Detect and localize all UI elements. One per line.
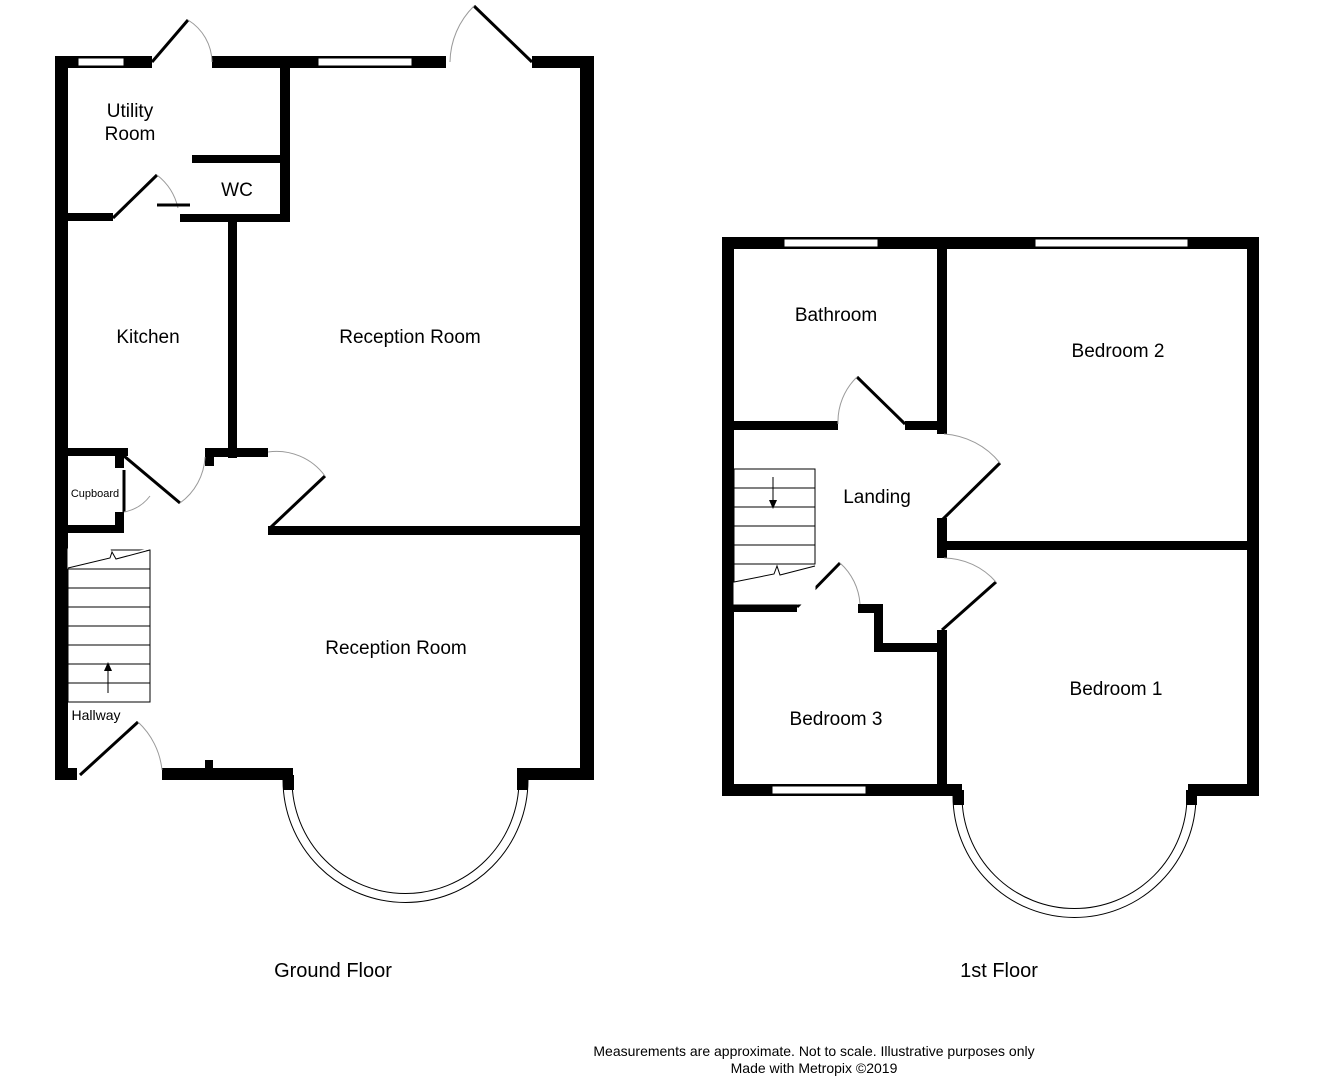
wall [722, 421, 838, 430]
wall [55, 768, 77, 780]
door-swing [156, 174, 179, 209]
wall [580, 56, 594, 780]
wall [205, 760, 213, 770]
door [111, 173, 159, 220]
window [1034, 238, 1189, 248]
door-swing [943, 433, 1001, 464]
bay-window [282, 779, 529, 903]
door-swing [123, 495, 151, 513]
room-label-bedroom-2: Bedroom 2 [1072, 341, 1165, 362]
wall [55, 56, 68, 780]
wall [722, 603, 797, 612]
footer-credit: Made with Metropix ©2019 [731, 1060, 898, 1076]
wall [517, 775, 528, 790]
door [940, 461, 1002, 522]
window [783, 238, 879, 248]
first-floor-plan: Bathroom Bedroom 2 Landing Bedroom 3 Bed… [722, 237, 1259, 918]
window [317, 57, 413, 67]
wall [858, 604, 883, 613]
wall [55, 213, 113, 221]
room-label-utility: Utility [107, 101, 154, 122]
wall [517, 768, 594, 780]
wall [937, 541, 1259, 550]
bay-window [291, 779, 520, 894]
wall [1247, 237, 1259, 796]
wall [115, 512, 124, 533]
room-label-bedroom-1: Bedroom 1 [1070, 679, 1163, 700]
wall [937, 237, 947, 434]
footer-disclaimer: Measurements are approximate. Not to sca… [593, 1043, 1034, 1059]
door [78, 720, 140, 777]
wall [532, 56, 594, 68]
room-label-reception-rear: Reception Room [339, 327, 481, 348]
door-swing [137, 721, 163, 771]
wall [1186, 790, 1197, 805]
staircase [67, 548, 151, 703]
wall [280, 56, 290, 222]
wall [905, 421, 947, 430]
door [123, 454, 181, 505]
wall [953, 790, 964, 805]
wall [722, 237, 734, 796]
door-swing [943, 557, 997, 583]
first-floor-caption: 1st Floor [960, 960, 1038, 982]
wall [874, 604, 883, 652]
door [855, 375, 907, 426]
wall [55, 448, 128, 456]
wall [1188, 784, 1259, 796]
door-swing [179, 456, 206, 504]
door-swing [839, 562, 861, 605]
room-label-bedroom-3: Bedroom 3 [790, 709, 883, 730]
arrow-up-icon [104, 662, 112, 671]
ground-floor-plan: Utility Room WC Kitchen Reception Room C… [55, 4, 594, 903]
wall [268, 526, 594, 535]
ground-floor-caption: Ground Floor [274, 960, 392, 982]
room-label-hallway: Hallway [71, 707, 120, 723]
wall [55, 525, 123, 533]
room-label-bathroom: Bathroom [795, 305, 877, 326]
room-label-cupboard: Cupboard [71, 488, 119, 500]
room-label-kitchen: Kitchen [116, 327, 179, 348]
door-swing [449, 5, 475, 63]
arrow-down-icon [769, 500, 777, 509]
bay-window [952, 795, 1197, 918]
room-label-reception-front: Reception Room [325, 638, 467, 659]
door [150, 19, 190, 63]
wall [937, 518, 947, 558]
room-label-utility: Room [105, 124, 156, 145]
wall [115, 448, 124, 468]
wall [205, 448, 268, 457]
staircase [733, 468, 816, 605]
door [941, 580, 997, 632]
bay-window [961, 795, 1188, 909]
wall [205, 448, 214, 466]
door [472, 4, 534, 64]
wall [283, 775, 294, 790]
wall [228, 214, 237, 458]
window [771, 785, 867, 795]
room-label-landing: Landing [843, 487, 911, 508]
wall [874, 643, 947, 652]
door-swing [267, 450, 326, 477]
door-swing [187, 19, 213, 63]
window [77, 57, 125, 67]
room-label-wc: WC [221, 180, 253, 201]
wall [162, 768, 293, 780]
wall [937, 630, 947, 796]
door [268, 474, 327, 530]
door-swing [837, 376, 858, 425]
wall [192, 155, 290, 163]
